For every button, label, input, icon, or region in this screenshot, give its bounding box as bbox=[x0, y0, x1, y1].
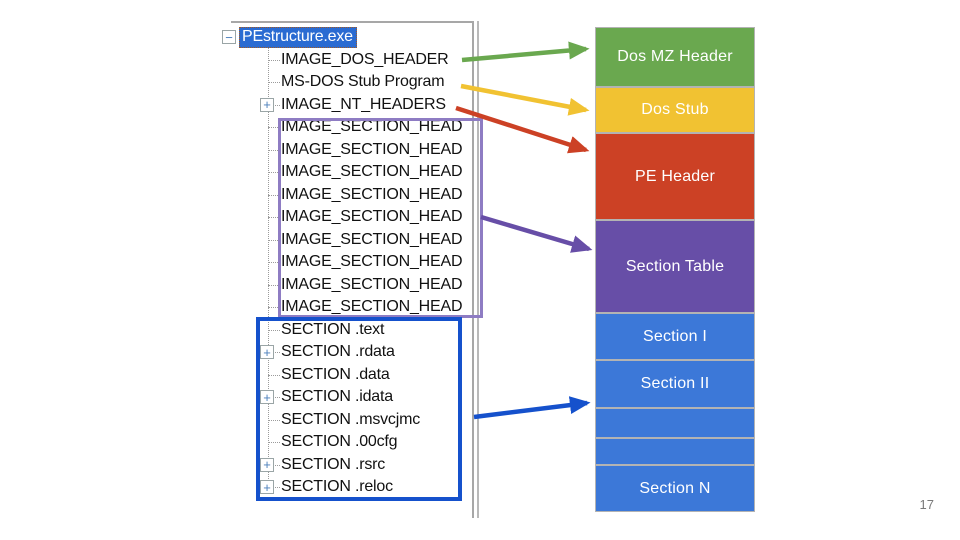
diagram-block-empty bbox=[595, 438, 755, 465]
tree-item[interactable]: MS-DOS Stub Program bbox=[215, 71, 475, 94]
page-number: 17 bbox=[920, 497, 934, 512]
pe-layout-diagram: Dos MZ HeaderDos Stub PE HeaderSection Ta… bbox=[595, 27, 755, 513]
diagram-block: Dos MZ Header bbox=[595, 27, 755, 87]
tree-item-label[interactable]: PEstructure.exe bbox=[239, 27, 357, 48]
diagram-block: PE Header bbox=[595, 133, 755, 220]
diagram-block-label: Section I bbox=[643, 328, 707, 346]
tree-item-root[interactable]: − PEstructure.exe bbox=[215, 26, 475, 49]
tree-item[interactable]: IMAGE_DOS_HEADER bbox=[215, 49, 475, 72]
diagram-block: Section Table bbox=[595, 220, 755, 313]
diagram-block-empty bbox=[595, 408, 755, 438]
tree-item-label[interactable]: IMAGE_NT_HEADERS bbox=[281, 96, 446, 114]
diagram-block: Section II bbox=[595, 360, 755, 408]
sections-arrow bbox=[474, 403, 587, 417]
diagram-block-label: PE Header bbox=[635, 168, 715, 186]
diagram-block: Section N bbox=[595, 465, 755, 512]
diagram-block-label: Section II bbox=[641, 375, 710, 393]
diagram-block-label: Section Table bbox=[626, 258, 724, 276]
expand-plus-icon[interactable]: + bbox=[260, 98, 274, 112]
sections-group-box bbox=[256, 317, 462, 501]
diagram-block: Dos Stub bbox=[595, 87, 755, 133]
tree-item[interactable]: + IMAGE_NT_HEADERS bbox=[215, 94, 475, 117]
dos-header-arrow bbox=[462, 49, 586, 60]
dos-stub-arrow bbox=[461, 86, 586, 110]
diagram-block-label: Dos MZ Header bbox=[617, 48, 733, 66]
section-headers-group-box bbox=[278, 118, 483, 318]
diagram-block: Section I bbox=[595, 313, 755, 360]
treeview-top-border bbox=[231, 21, 479, 23]
tree-item-label[interactable]: MS-DOS Stub Program bbox=[281, 73, 444, 91]
tree-item-label[interactable]: IMAGE_DOS_HEADER bbox=[281, 51, 449, 69]
section-table-arrow bbox=[481, 217, 589, 249]
diagram-block-label: Dos Stub bbox=[641, 101, 708, 119]
collapse-minus-icon[interactable]: − bbox=[222, 30, 236, 44]
diagram-block-label: Section N bbox=[639, 480, 710, 498]
